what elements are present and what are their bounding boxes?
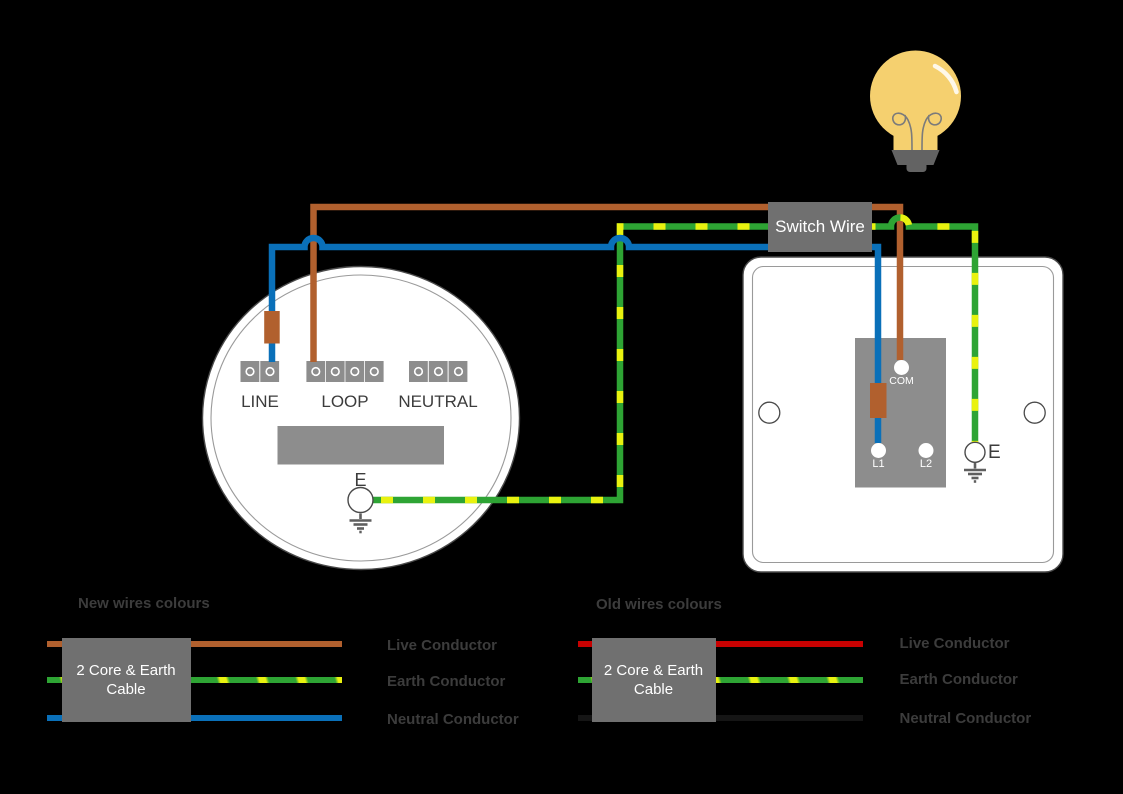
switch-wire-label-box: Switch Wire: [768, 202, 872, 252]
legend-old-neutral-line: [578, 715, 863, 721]
com-terminal: [894, 360, 909, 375]
switch-wire-label: Switch Wire: [775, 217, 865, 236]
rose-earth-terminal: [347, 486, 374, 514]
neutral-terminal-label: NEUTRAL: [398, 392, 478, 411]
legend-old-live-label: Live Conductor: [899, 635, 1010, 652]
legend-old-cable-box: 2 Core & Earth Cable: [591, 637, 716, 722]
bulb-filament-left: [892, 112, 913, 151]
legend-new-live-label: Live Conductor: [387, 636, 498, 654]
legend-old-earth-label: Earth Conductor: [899, 671, 1018, 688]
switch-earth-symbol: [964, 462, 986, 483]
rose-terminal-rings: [245, 366, 464, 377]
l1-label: L1: [872, 458, 885, 470]
line-terminal-label: LINE: [241, 392, 279, 411]
light-bulb: [870, 50, 961, 172]
brown-sleeve-switch: [870, 383, 887, 418]
legend-new-neutral-label: Neutral Conductor: [387, 710, 519, 728]
l2-label: L2: [919, 458, 933, 470]
switch-earth-terminal: [964, 441, 986, 463]
l1-terminal: [871, 443, 886, 458]
left-screw: [758, 401, 781, 424]
blue-switch-wire: [268, 234, 882, 443]
legend-new-earth-label: Earth Conductor: [387, 672, 506, 690]
legend-old-earth-line: [578, 677, 863, 683]
l2-terminal: [918, 443, 934, 458]
legend-old-live-line: [578, 641, 863, 647]
ceiling-rose-body: [201, 265, 521, 571]
line-terminal-block: [240, 361, 280, 382]
right-screw: [1023, 401, 1046, 424]
loop-terminal-label: LOOP: [321, 392, 369, 411]
legend-new-live-line: [46, 641, 342, 647]
earth-wire: [373, 214, 979, 504]
loop-terminal-block: [306, 361, 384, 382]
ceiling-rose-inner-line: [210, 274, 512, 562]
rose-earth-symbol: [349, 513, 372, 534]
legend-old-neutral-label: Neutral Conductor: [899, 710, 1032, 727]
ceiling-rose: [201, 265, 521, 571]
legend-new-title: New wires colours: [78, 595, 210, 612]
neutral-terminal-block: [409, 361, 468, 382]
rose-earth-label: E: [354, 470, 367, 490]
bulb-filament-right: [921, 112, 942, 151]
switch-earth-label: E: [988, 442, 1001, 463]
bulb-base: [891, 150, 940, 165]
lamp-holder: [277, 426, 444, 465]
brown-sleeve-rose: [264, 311, 280, 344]
legend-new-cable-box: 2 Core & Earth Cable: [61, 637, 191, 722]
legend-old-cable-label: 2 Core & Earth Cable: [603, 661, 704, 698]
legend-new-earth-line: [46, 677, 342, 683]
legend-new-neutral-line: [46, 715, 342, 721]
live-switch-wire: [310, 203, 904, 362]
com-label: COM: [889, 374, 914, 387]
legend-old-title: Old wires colours: [596, 596, 722, 613]
legend-new-cable-label: 2 Core & Earth Cable: [76, 661, 176, 698]
bulb-highlight: [932, 63, 959, 95]
